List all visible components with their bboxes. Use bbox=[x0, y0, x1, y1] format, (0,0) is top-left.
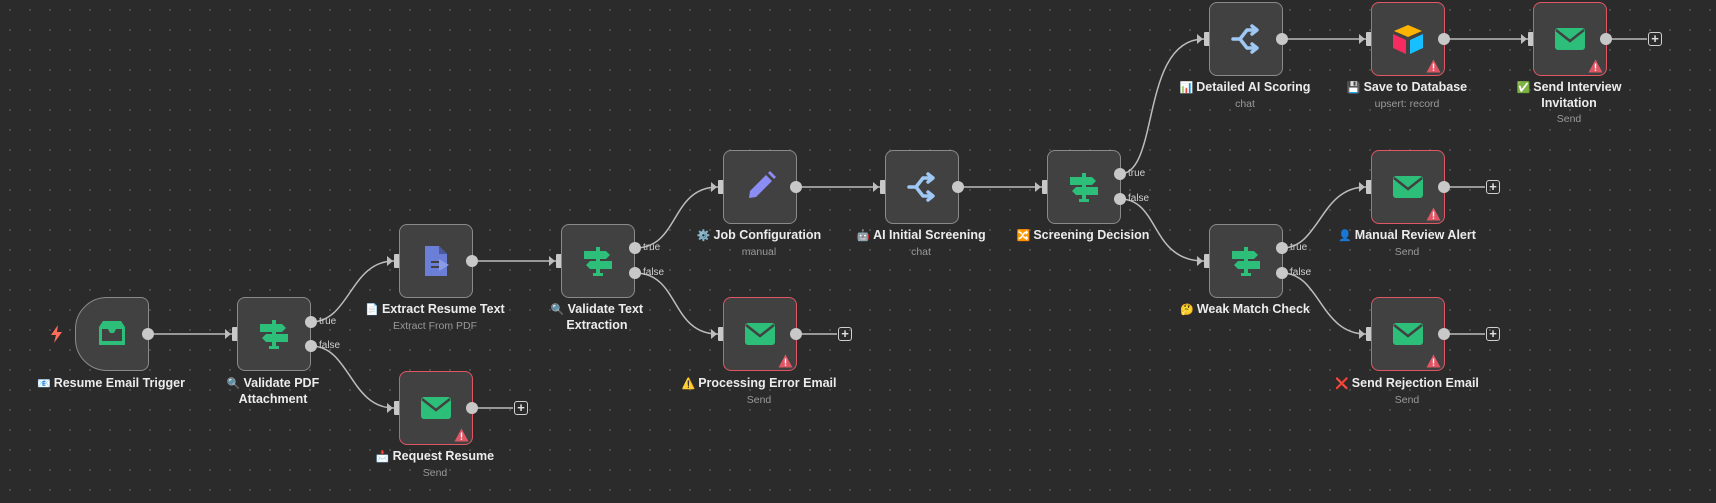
node-label: 📄Extract Resume Text Extract From PDF bbox=[365, 302, 505, 332]
node-save-to-database[interactable] bbox=[1371, 2, 1445, 76]
openai-split-icon bbox=[903, 168, 941, 206]
input-port[interactable] bbox=[1528, 32, 1534, 46]
node-label: 👤Manual Review Alert Send bbox=[1338, 228, 1476, 258]
output-port[interactable] bbox=[952, 181, 964, 193]
warning-icon bbox=[1588, 59, 1603, 73]
pencil-icon bbox=[741, 168, 779, 206]
node-manual-review-alert[interactable] bbox=[1371, 150, 1445, 224]
envelope-icon bbox=[741, 315, 779, 353]
signpost-icon bbox=[1227, 242, 1265, 280]
node-send-rejection-email[interactable] bbox=[1371, 297, 1445, 371]
input-port[interactable] bbox=[1204, 254, 1210, 268]
output-port[interactable] bbox=[1600, 33, 1612, 45]
output-port[interactable] bbox=[1438, 328, 1450, 340]
node-label: 🤔Weak Match Check bbox=[1180, 302, 1310, 316]
node-label: 🤖AI Initial Screening chat bbox=[856, 228, 986, 258]
node-processing-error-email[interactable] bbox=[723, 297, 797, 371]
input-port[interactable] bbox=[394, 254, 400, 268]
node-detailed-ai-scoring[interactable] bbox=[1209, 2, 1283, 76]
node-label: ❌Send Rejection Email Send bbox=[1335, 376, 1479, 406]
signpost-icon bbox=[1065, 168, 1103, 206]
output-port[interactable] bbox=[1438, 181, 1450, 193]
envelope-icon bbox=[417, 389, 455, 427]
output-port[interactable] bbox=[1438, 33, 1450, 45]
warning-icon bbox=[1426, 207, 1441, 221]
warning-icon bbox=[454, 428, 469, 442]
true-branch-label: true bbox=[319, 316, 337, 327]
node-label: 🔀Screening Decision bbox=[1016, 228, 1150, 242]
node-request-resume[interactable] bbox=[399, 371, 473, 445]
node-extract-resume-text[interactable] bbox=[399, 224, 473, 298]
envelope-icon bbox=[1551, 20, 1589, 58]
signpost-icon bbox=[255, 315, 293, 353]
input-port[interactable] bbox=[880, 180, 886, 194]
node-validate-text-extraction[interactable] bbox=[561, 224, 635, 298]
node-label: ✅Send Interview Invitation Send bbox=[1516, 80, 1622, 125]
false-branch-label: false bbox=[319, 340, 341, 351]
warning-icon bbox=[778, 354, 793, 368]
node-label: 📊Detailed AI Scoring chat bbox=[1179, 80, 1311, 110]
warning-icon bbox=[1426, 354, 1441, 368]
node-label: 🔍Validate Text Extraction bbox=[550, 302, 644, 332]
false-branch-label: false bbox=[643, 267, 665, 278]
node-label: 📩Request Resume Send bbox=[375, 449, 495, 479]
node-label: ⚠️Processing Error Email Send bbox=[681, 376, 837, 406]
output-port-true[interactable] bbox=[629, 242, 641, 254]
input-port[interactable] bbox=[556, 254, 562, 268]
output-port-false[interactable] bbox=[1114, 193, 1126, 205]
add-node-button[interactable]: + bbox=[1486, 327, 1500, 341]
input-port[interactable] bbox=[1366, 180, 1372, 194]
inbox-icon bbox=[93, 315, 131, 353]
output-port[interactable] bbox=[790, 181, 802, 193]
input-port[interactable] bbox=[718, 327, 724, 341]
true-branch-label: true bbox=[643, 242, 661, 253]
add-node-button[interactable]: + bbox=[1648, 32, 1662, 46]
add-node-button[interactable]: + bbox=[838, 327, 852, 341]
envelope-icon bbox=[1389, 315, 1427, 353]
envelope-icon bbox=[1389, 168, 1427, 206]
output-port-true[interactable] bbox=[1276, 242, 1288, 254]
file-extract-icon bbox=[417, 242, 455, 280]
node-screening-decision[interactable] bbox=[1047, 150, 1121, 224]
output-port-true[interactable] bbox=[1114, 168, 1126, 180]
output-port[interactable] bbox=[1276, 33, 1288, 45]
node-weak-match-check[interactable] bbox=[1209, 224, 1283, 298]
openai-split-icon bbox=[1227, 20, 1265, 58]
input-port[interactable] bbox=[1042, 180, 1048, 194]
node-validate-pdf-attachment[interactable] bbox=[237, 297, 311, 371]
output-port-false[interactable] bbox=[629, 267, 641, 279]
output-port[interactable] bbox=[142, 328, 154, 340]
output-port[interactable] bbox=[790, 328, 802, 340]
node-resume-email-trigger[interactable] bbox=[75, 297, 149, 371]
false-branch-label: false bbox=[1290, 267, 1312, 278]
input-port[interactable] bbox=[718, 180, 724, 194]
node-send-interview-invitation[interactable] bbox=[1533, 2, 1607, 76]
node-label: 💾Save to Database upsert: record bbox=[1346, 80, 1468, 110]
input-port[interactable] bbox=[394, 401, 400, 415]
input-port[interactable] bbox=[1204, 32, 1210, 46]
false-branch-label: false bbox=[1128, 193, 1150, 204]
output-port-false[interactable] bbox=[1276, 267, 1288, 279]
output-port[interactable] bbox=[466, 402, 478, 414]
add-node-button[interactable]: + bbox=[1486, 180, 1500, 194]
true-branch-label: true bbox=[1290, 242, 1308, 253]
node-ai-initial-screening[interactable] bbox=[885, 150, 959, 224]
node-label: 🔍Validate PDF Attachment bbox=[226, 376, 320, 406]
node-label: ⚙️Job Configuration manual bbox=[696, 228, 822, 258]
true-branch-label: true bbox=[1128, 168, 1146, 179]
node-job-configuration[interactable] bbox=[723, 150, 797, 224]
output-port-true[interactable] bbox=[305, 316, 317, 328]
output-port-false[interactable] bbox=[305, 340, 317, 352]
trigger-bolt-icon bbox=[50, 325, 64, 343]
warning-icon bbox=[1426, 59, 1441, 73]
input-port[interactable] bbox=[232, 327, 238, 341]
output-port[interactable] bbox=[466, 255, 478, 267]
input-port[interactable] bbox=[1366, 327, 1372, 341]
airtable-icon bbox=[1389, 20, 1427, 58]
add-node-button[interactable]: + bbox=[514, 401, 528, 415]
signpost-icon bbox=[579, 242, 617, 280]
input-port[interactable] bbox=[1366, 32, 1372, 46]
node-label: 📧Resume Email Trigger bbox=[36, 376, 185, 390]
